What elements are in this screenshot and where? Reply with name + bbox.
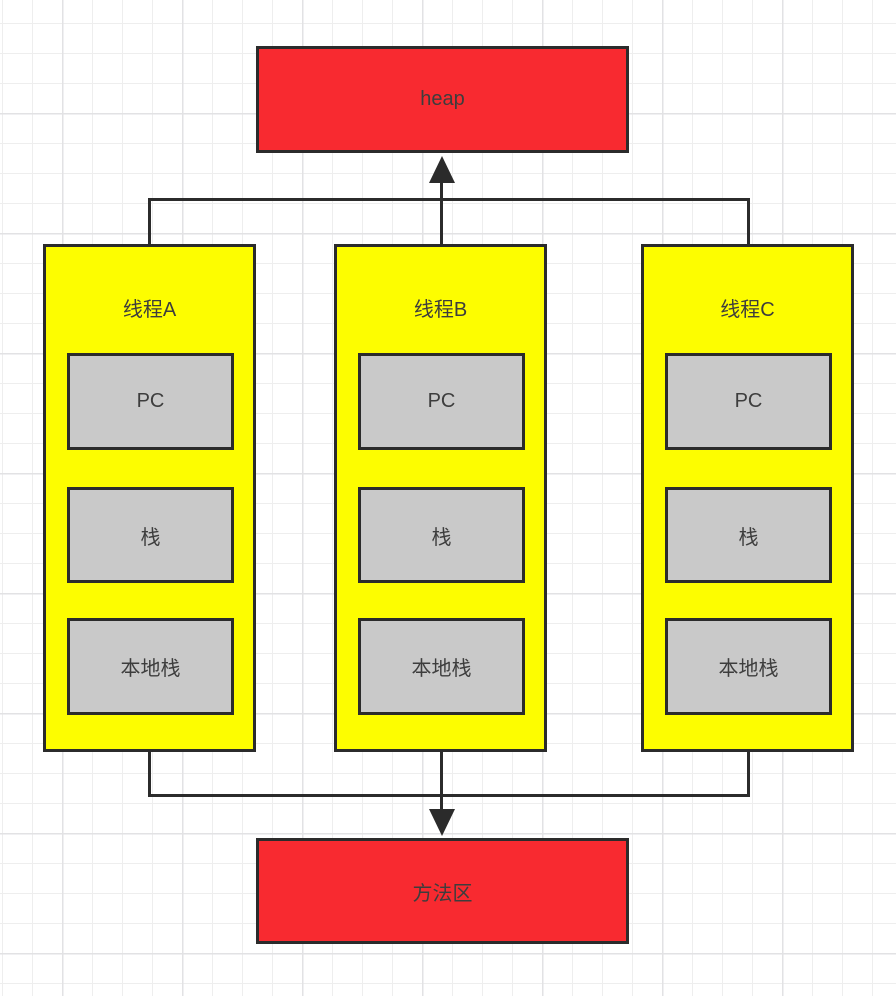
bottom-connector-left-stub bbox=[148, 750, 151, 797]
arrow-up-icon bbox=[429, 156, 455, 183]
bottom-connector-middle-line bbox=[440, 750, 443, 812]
heap-label: heap bbox=[420, 88, 465, 110]
thread-b-title: 线程B bbox=[413, 299, 468, 321]
method-area-node: 方法区 bbox=[256, 838, 629, 944]
top-connector-middle-line bbox=[440, 172, 443, 247]
thread-b-native-stack-box: 本地栈 bbox=[358, 618, 525, 715]
top-connector-left-stub bbox=[148, 198, 151, 247]
method-area-label: 方法区 bbox=[412, 882, 473, 905]
thread-c-stack-box: 栈 bbox=[665, 487, 832, 583]
thread-b-stack-box: 栈 bbox=[358, 487, 525, 583]
thread-c-pc-box: PC bbox=[665, 353, 832, 450]
top-connector-right-stub bbox=[747, 198, 750, 247]
thread-a-native-stack-box: 本地栈 bbox=[67, 618, 234, 715]
thread-a-stack-box: 栈 bbox=[67, 487, 234, 583]
thread-a-title: 线程A bbox=[122, 299, 177, 321]
thread-b-pc-box: PC bbox=[358, 353, 525, 450]
bottom-connector-right-stub bbox=[747, 750, 750, 797]
thread-a-pc-box: PC bbox=[67, 353, 234, 450]
thread-c-title: 线程C bbox=[720, 299, 775, 321]
thread-c-node: 线程C PC 栈 本地栈 bbox=[641, 244, 854, 752]
heap-node: heap bbox=[256, 46, 629, 153]
thread-c-native-stack-box: 本地栈 bbox=[665, 618, 832, 715]
top-connector-horizontal-line bbox=[148, 198, 750, 201]
thread-b-node: 线程B PC 栈 本地栈 bbox=[334, 244, 547, 752]
arrow-down-icon bbox=[429, 809, 455, 836]
thread-a-node: 线程A PC 栈 本地栈 bbox=[43, 244, 256, 752]
bottom-connector-horizontal-line bbox=[148, 794, 750, 797]
